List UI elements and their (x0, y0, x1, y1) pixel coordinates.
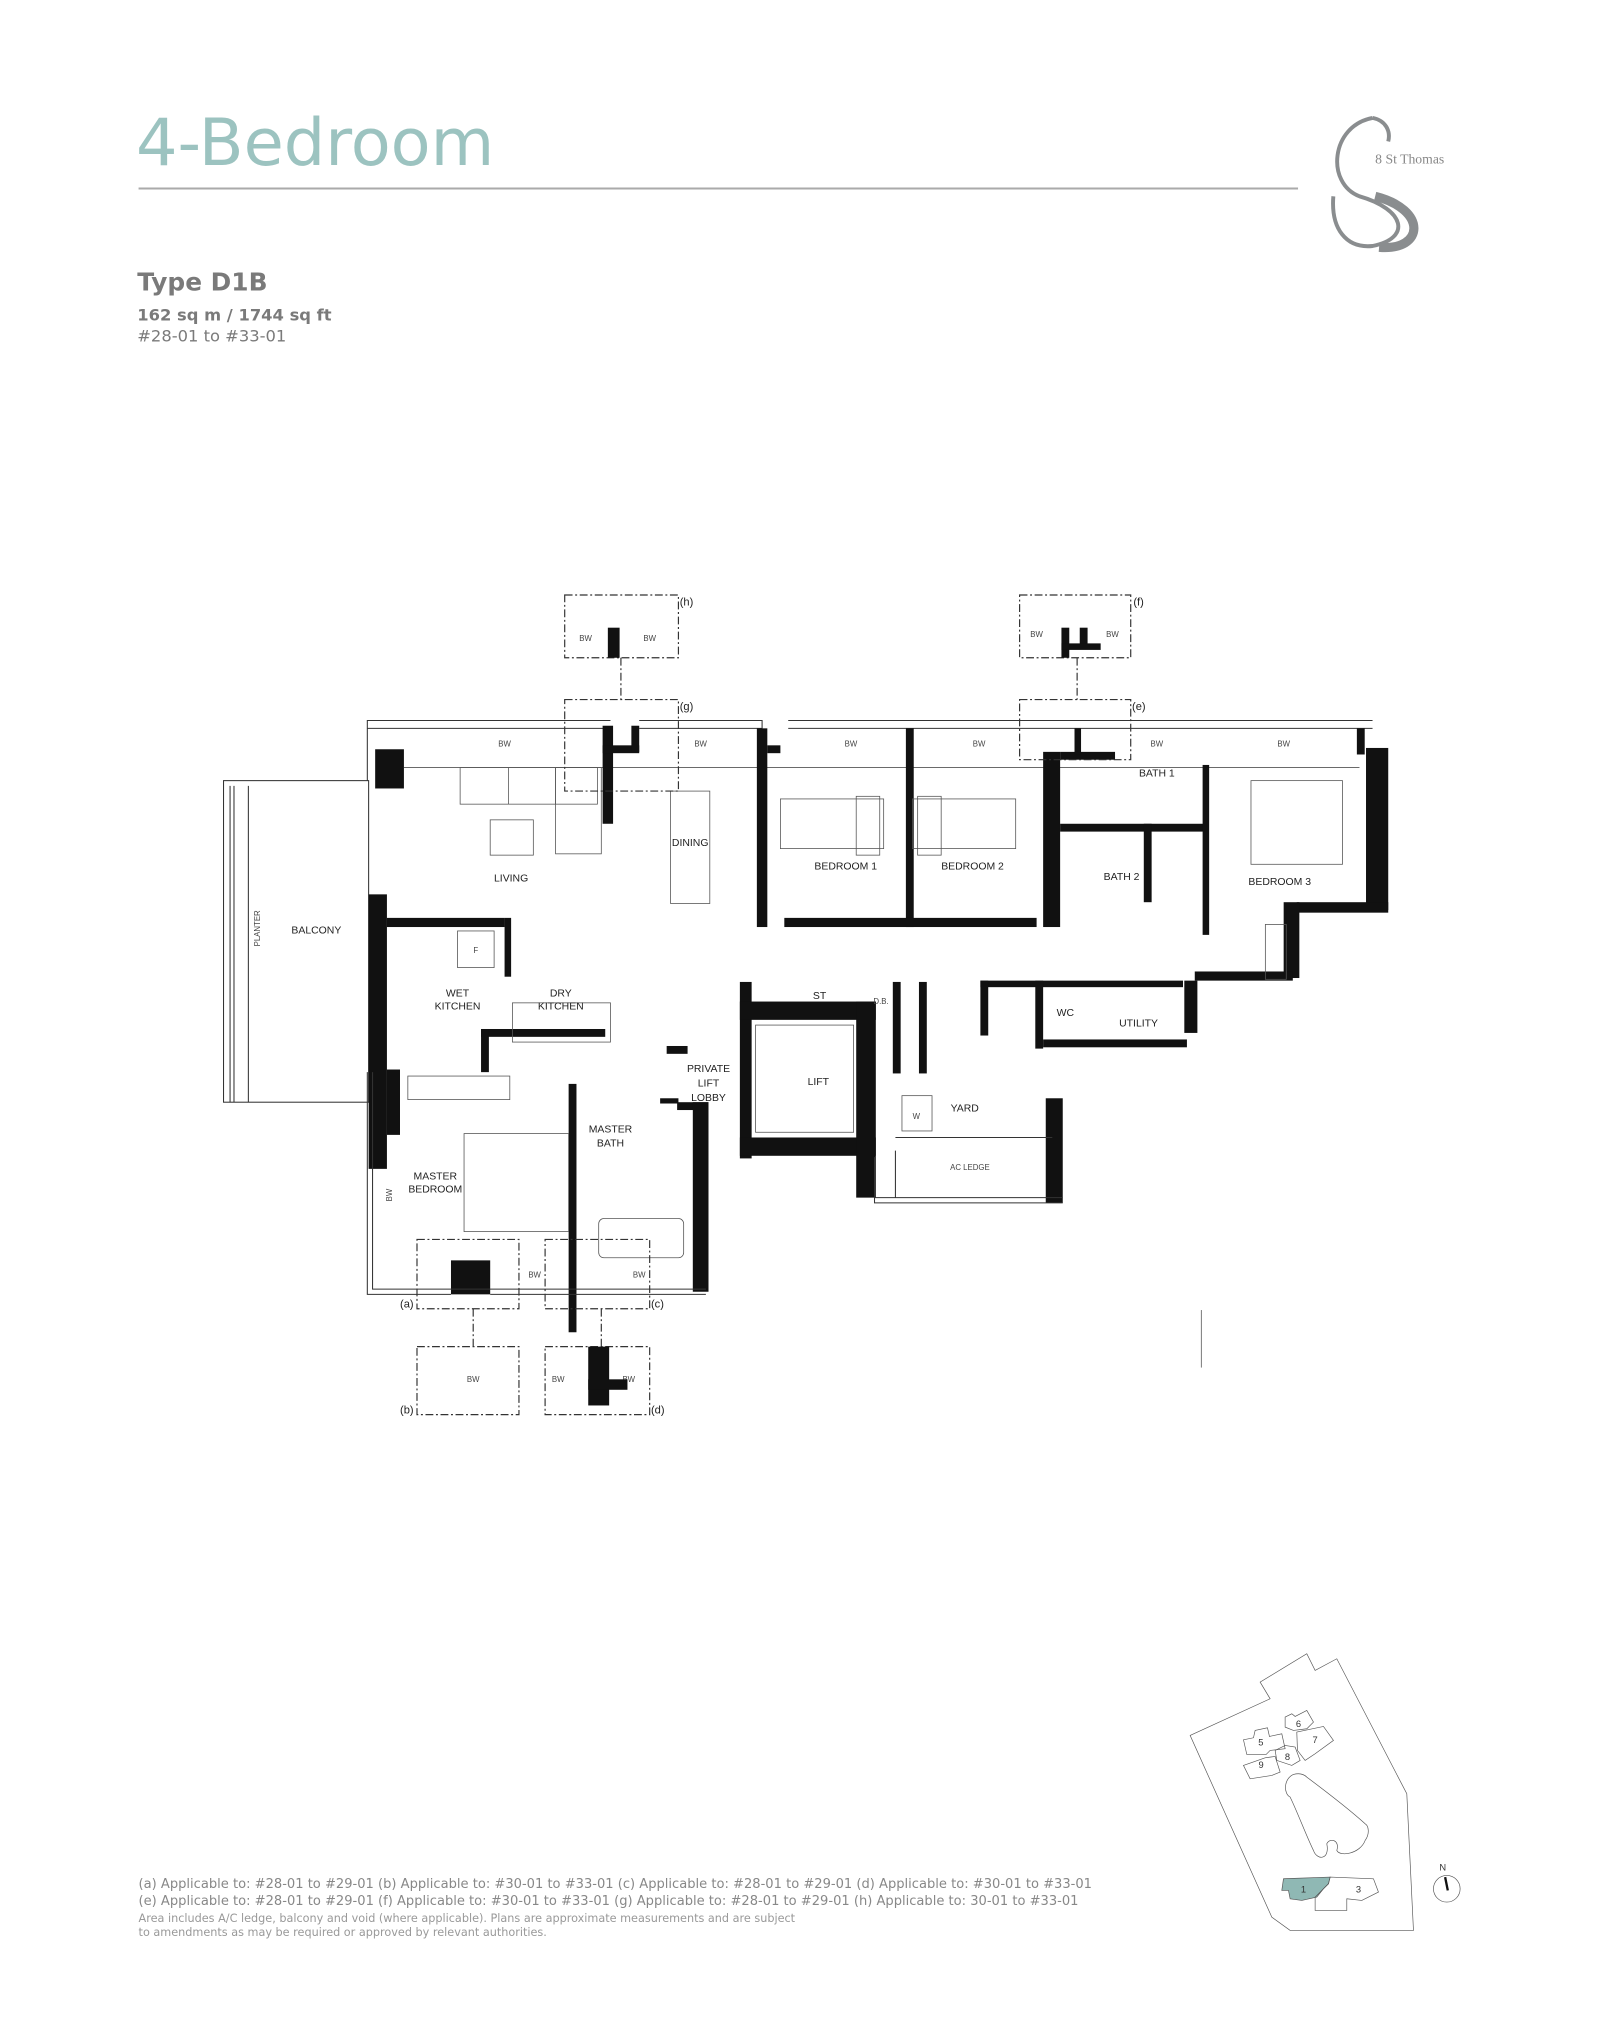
bw-label: BW (973, 740, 986, 749)
bw-label: BW (845, 740, 858, 749)
furniture (407, 767, 1343, 1259)
distribution-board: D.B. (873, 997, 888, 1006)
block-label: 7 (1313, 1735, 1318, 1745)
unit-range: #28-01 to #33-01 (137, 326, 286, 345)
bw-label: BW (1277, 740, 1290, 749)
site-boundary (1189, 1653, 1414, 1931)
block-label: 1 (1301, 1884, 1306, 1894)
room-master-bedroom-2: BEDROOM (408, 1184, 462, 1195)
room-bedroom-1: BEDROOM 1 (814, 862, 877, 873)
site-key-plan: 1 3 5 6 7 8 9 N (1189, 1653, 1461, 1931)
room-living: LIVING (494, 873, 528, 884)
room-wet-kitchen: WET (446, 988, 470, 999)
walls (368, 725, 1389, 1333)
room-master-bath-2: BATH (597, 1139, 624, 1150)
room-utility: UTILITY (1119, 1018, 1158, 1029)
room-master-bath: MASTER (589, 1124, 633, 1135)
tower-cluster (1242, 1709, 1334, 1780)
block-label: 5 (1258, 1737, 1263, 1747)
variant-callouts: (a) (b) (c) (d) (e) (f) (g) (h) (400, 594, 1202, 1416)
marker-g: (g) (680, 701, 694, 713)
room-lobby-3: LOBBY (691, 1093, 726, 1104)
balcony-label: BALCONY (291, 926, 341, 937)
bw-label: BW (579, 634, 592, 643)
room-store: ST (813, 991, 827, 1002)
brand-logo: 8 St Thomas (1331, 115, 1444, 252)
room-labels: LIVING DINING BEDROOM 1 BEDROOM 2 BEDROO… (408, 769, 1311, 1196)
note-line-4: to amendments as may be required or appr… (139, 1926, 547, 1939)
room-yard: YARD (951, 1103, 980, 1114)
fridge: F (473, 946, 478, 955)
note-line-3: Area includes A/C ledge, balcony and voi… (139, 1912, 796, 1925)
room-lobby-2: LIFT (698, 1079, 720, 1090)
bw-label: BW (643, 634, 656, 643)
bw-label: BW (622, 1375, 635, 1384)
unit-area: 162 sq m / 1744 sq ft (137, 306, 332, 325)
bw-label: BW (1030, 630, 1043, 639)
footnotes: (a) Applicable to: #28-01 to #29-01 (b) … (139, 1877, 1092, 1939)
bw-label: BW (467, 1375, 480, 1384)
note-line-1: (a) Applicable to: #28-01 to #29-01 (b) … (139, 1877, 1092, 1892)
bw-label: BW (1106, 630, 1119, 639)
room-bedroom-2: BEDROOM 2 (941, 862, 1004, 873)
block-label: 3 (1356, 1884, 1361, 1894)
balcony: PLANTER BALCONY (223, 780, 370, 1103)
block-label: 9 (1259, 1760, 1264, 1770)
room-dry-kitchen-2: KITCHEN (538, 1001, 584, 1012)
bw-label: BW (694, 740, 707, 749)
floor-plan: PLANTER BALCONY (223, 594, 1389, 1416)
north-arrow-icon: N (1433, 1862, 1461, 1903)
bw-label: BW (633, 1270, 646, 1279)
marker-a: (a) (400, 1298, 414, 1310)
bw-label: BW (498, 740, 511, 749)
logo-text: 8 St Thomas (1375, 152, 1444, 167)
block-label: 8 (1285, 1752, 1290, 1762)
room-lift: LIFT (808, 1077, 830, 1088)
bw-label: BW (1151, 740, 1164, 749)
room-bedroom-3: BEDROOM 3 (1248, 877, 1311, 888)
bw-label: BW (385, 1188, 394, 1201)
room-bath-2: BATH 2 (1104, 872, 1140, 883)
room-ac-ledge: AC LEDGE (950, 1163, 990, 1172)
washer: W (913, 1112, 921, 1121)
block-label: 6 (1296, 1719, 1301, 1729)
bay-window-labels: BW BW BW BW BW BW BW BW BW BW BW BW BW B… (385, 630, 1290, 1384)
room-private-lift-lobby: PRIVATE (687, 1064, 730, 1075)
marker-f: (f) (1133, 596, 1144, 608)
room-wc: WC (1057, 1008, 1075, 1019)
pool (1285, 1773, 1369, 1858)
north-label: N (1439, 1862, 1446, 1872)
marker-c: (c) (651, 1298, 664, 1310)
page-title: 4-Bedroom (136, 105, 494, 181)
room-master-bedroom: MASTER (414, 1171, 458, 1182)
room-bath-1: BATH 1 (1139, 769, 1175, 780)
unit-type: Type D1B (137, 267, 267, 296)
room-dry-kitchen: DRY (550, 988, 572, 999)
room-dining: DINING (672, 838, 709, 849)
marker-d: (d) (651, 1404, 665, 1416)
bw-label: BW (528, 1270, 541, 1279)
marker-h: (h) (680, 596, 694, 608)
note-line-2: (e) Applicable to: #28-01 to #29-01 (f) … (139, 1894, 1079, 1909)
room-wet-kitchen-2: KITCHEN (435, 1001, 481, 1012)
planter-label: PLANTER (253, 910, 262, 946)
bw-label: BW (552, 1375, 565, 1384)
marker-e: (e) (1132, 701, 1146, 713)
marker-b: (b) (400, 1404, 414, 1416)
